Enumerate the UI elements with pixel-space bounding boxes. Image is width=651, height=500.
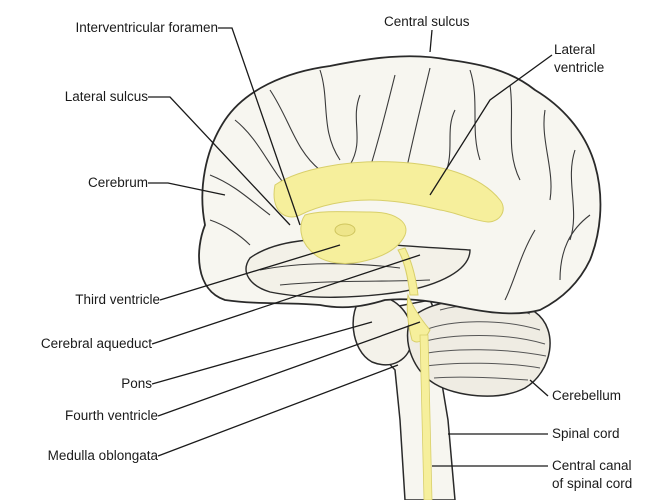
label-cerebrum: Cerebrum — [20, 175, 148, 191]
label-cerebral-aqueduct: Cerebral aqueduct — [2, 336, 152, 352]
label-interventricular-foramen: Interventricular foramen — [18, 20, 218, 36]
label-central-canal-line2: of spinal cord — [552, 476, 632, 492]
label-cerebellum: Cerebellum — [552, 388, 621, 404]
label-lateral-sulcus: Lateral sulcus — [20, 89, 148, 105]
label-fourth-ventricle: Fourth ventricle — [2, 408, 158, 424]
label-third-ventricle: Third ventricle — [10, 292, 160, 308]
label-spinal-cord: Spinal cord — [552, 426, 620, 442]
label-medulla-oblongata: Medulla oblongata — [2, 448, 158, 464]
interthalamic-adhesion — [335, 224, 355, 236]
label-central-sulcus: Central sulcus — [384, 14, 470, 30]
label-lateral-ventricle-line2: ventricle — [554, 60, 604, 76]
label-lateral-ventricle-line1: Lateral — [554, 42, 595, 58]
label-pons: Pons — [2, 376, 152, 392]
label-central-canal-line1: Central canal — [552, 458, 632, 474]
